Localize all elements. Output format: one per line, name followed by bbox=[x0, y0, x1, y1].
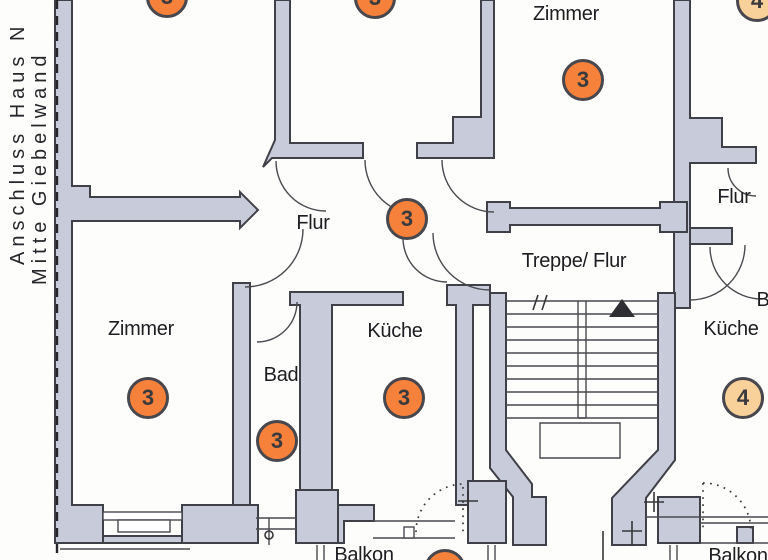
badge-flur-center: 3 bbox=[386, 198, 428, 240]
treppe-flur-top-band bbox=[486, 201, 688, 233]
right-apartment-wall bbox=[673, 0, 757, 309]
door-arc-flur-right-b bbox=[709, 246, 763, 300]
room-label-kueche-center: Küche bbox=[367, 320, 423, 342]
balcony-railing-posts bbox=[316, 545, 678, 560]
windows bbox=[60, 511, 768, 560]
badge-bad: 3 bbox=[256, 420, 298, 462]
room-label-bad: Bad bbox=[263, 364, 299, 386]
stair-direction-arrow bbox=[609, 299, 635, 317]
door-arc-kueche-center bbox=[402, 237, 448, 283]
door-arc-zimmer-top-right bbox=[441, 159, 495, 213]
room-label-zimmer-bottom-left: Zimmer bbox=[108, 318, 174, 340]
staircase bbox=[506, 294, 658, 459]
kueche-right-wall bbox=[446, 284, 491, 506]
door-swing-arcs bbox=[244, 159, 763, 343]
room-label-flur-center: Flur bbox=[296, 212, 330, 234]
bottom-wall-right-of-door-pier bbox=[467, 480, 507, 544]
door-arc-treppe-to-flur bbox=[432, 232, 491, 291]
walls bbox=[54, 0, 757, 546]
badge-kueche-center: 3 bbox=[383, 377, 425, 419]
bottom-wall-left-segment bbox=[181, 504, 259, 544]
right-slab-lines bbox=[646, 516, 768, 544]
stair-center-divider bbox=[577, 301, 587, 419]
balcony-door-swings bbox=[415, 482, 752, 533]
door-arc-top-left-room bbox=[275, 160, 327, 212]
window-left-outer bbox=[102, 511, 183, 521]
window-left-inner bbox=[117, 519, 171, 533]
gable-wall-and-flur-band bbox=[54, 0, 260, 544]
badge-zimmer-bottom-left: 3 bbox=[127, 377, 169, 419]
room-label-treppe-flur: Treppe/ Flur bbox=[521, 250, 627, 272]
right-balcony-post bbox=[736, 526, 754, 544]
window-sill-strip-left bbox=[102, 535, 183, 544]
badge-kueche-right: 4 bbox=[722, 377, 764, 419]
top-middle-room-left-wall bbox=[262, 0, 364, 168]
room-label-flur-right: Flur bbox=[717, 186, 751, 208]
room-label-balkon-center: Balkon bbox=[334, 544, 394, 560]
survey-cross-2 bbox=[644, 492, 664, 512]
door-arc-flur-right-top bbox=[727, 167, 757, 197]
room-label-kueche-right: Küche bbox=[703, 318, 759, 340]
stair-break-ticks bbox=[532, 294, 548, 311]
door-arc-bad bbox=[256, 301, 298, 343]
room-label-zimmer-top-right: Zimmer bbox=[533, 3, 599, 25]
stair-treads bbox=[506, 300, 658, 419]
stairwell-right-wall bbox=[611, 292, 676, 546]
bottom-wall-kueche-pier bbox=[295, 489, 339, 544]
survey-cross-1 bbox=[458, 491, 478, 511]
top-middle-room-right-wall bbox=[416, 0, 495, 159]
balcony-door-post bbox=[403, 526, 415, 539]
badge-zimmer-top-right: 3 bbox=[562, 59, 604, 101]
gable-annotation-line2: Mitte Giebelwand bbox=[29, 50, 51, 285]
survey-marks bbox=[458, 491, 664, 560]
bottom-wall-step bbox=[337, 504, 375, 544]
stair-landing-outline bbox=[539, 422, 621, 459]
survey-cross-3 bbox=[622, 521, 642, 546]
balcony-door-arc-right bbox=[702, 482, 752, 532]
balcony-door-arc-center bbox=[415, 483, 465, 533]
right-flur-lower-band bbox=[689, 227, 733, 245]
gable-annotation-line1: Anschluss Haus N bbox=[7, 21, 29, 265]
entrance-right-pier bbox=[657, 496, 701, 544]
zimmer-bad-divider-wall bbox=[232, 282, 251, 506]
room-label-balkon-right: Balkon bbox=[708, 545, 768, 560]
door-arc-flur-right-a bbox=[689, 244, 746, 301]
door-arc-zimmer-bottom-left bbox=[244, 228, 304, 288]
downpipe-symbol bbox=[264, 530, 274, 540]
bad-slab-lines bbox=[256, 517, 296, 545]
room-label-right-edge-fragment: B bbox=[756, 289, 768, 311]
